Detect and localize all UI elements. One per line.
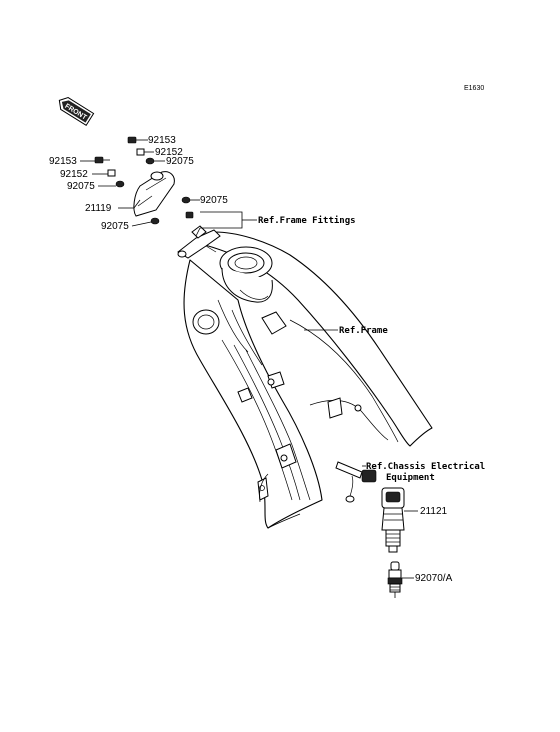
label-92075-left: 92075 [67, 181, 95, 192]
label-92153-top: 92153 [148, 135, 176, 146]
ignition-coil-21121-illustration [381, 487, 405, 553]
ref-chassis-electrical: Ref.Chassis Electrical [366, 461, 485, 472]
spark-plug-92070a-illustration [387, 561, 403, 598]
frame-fitting-bracket [177, 225, 221, 259]
label-92152-left: 92152 [60, 169, 88, 180]
connector-illustration [335, 461, 377, 503]
label-21121: 21121 [420, 506, 448, 517]
label-21119: 21119 [85, 203, 112, 214]
front-arrow-badge: FRONT [58, 97, 95, 127]
ref-frame: Ref.Frame [339, 326, 388, 336]
ref-chassis-electrical-equipment: Equipment [386, 472, 435, 483]
bracket-21119-illustration [133, 171, 175, 217]
label-92070a: 92070/A [415, 573, 453, 584]
label-92153-left: 92153 [49, 156, 77, 167]
label-92075-top: 92075 [166, 156, 194, 167]
ref-frame-fittings: Ref.Frame Fittings [258, 215, 356, 226]
diagram-code: E1630 [464, 85, 484, 92]
label-92152-top: 92152 [155, 147, 183, 158]
label-92075-bottom: 92075 [101, 221, 129, 232]
leader-lines [80, 139, 418, 579]
frame-illustration [183, 231, 433, 529]
label-92075-right: 92075 [200, 195, 228, 206]
